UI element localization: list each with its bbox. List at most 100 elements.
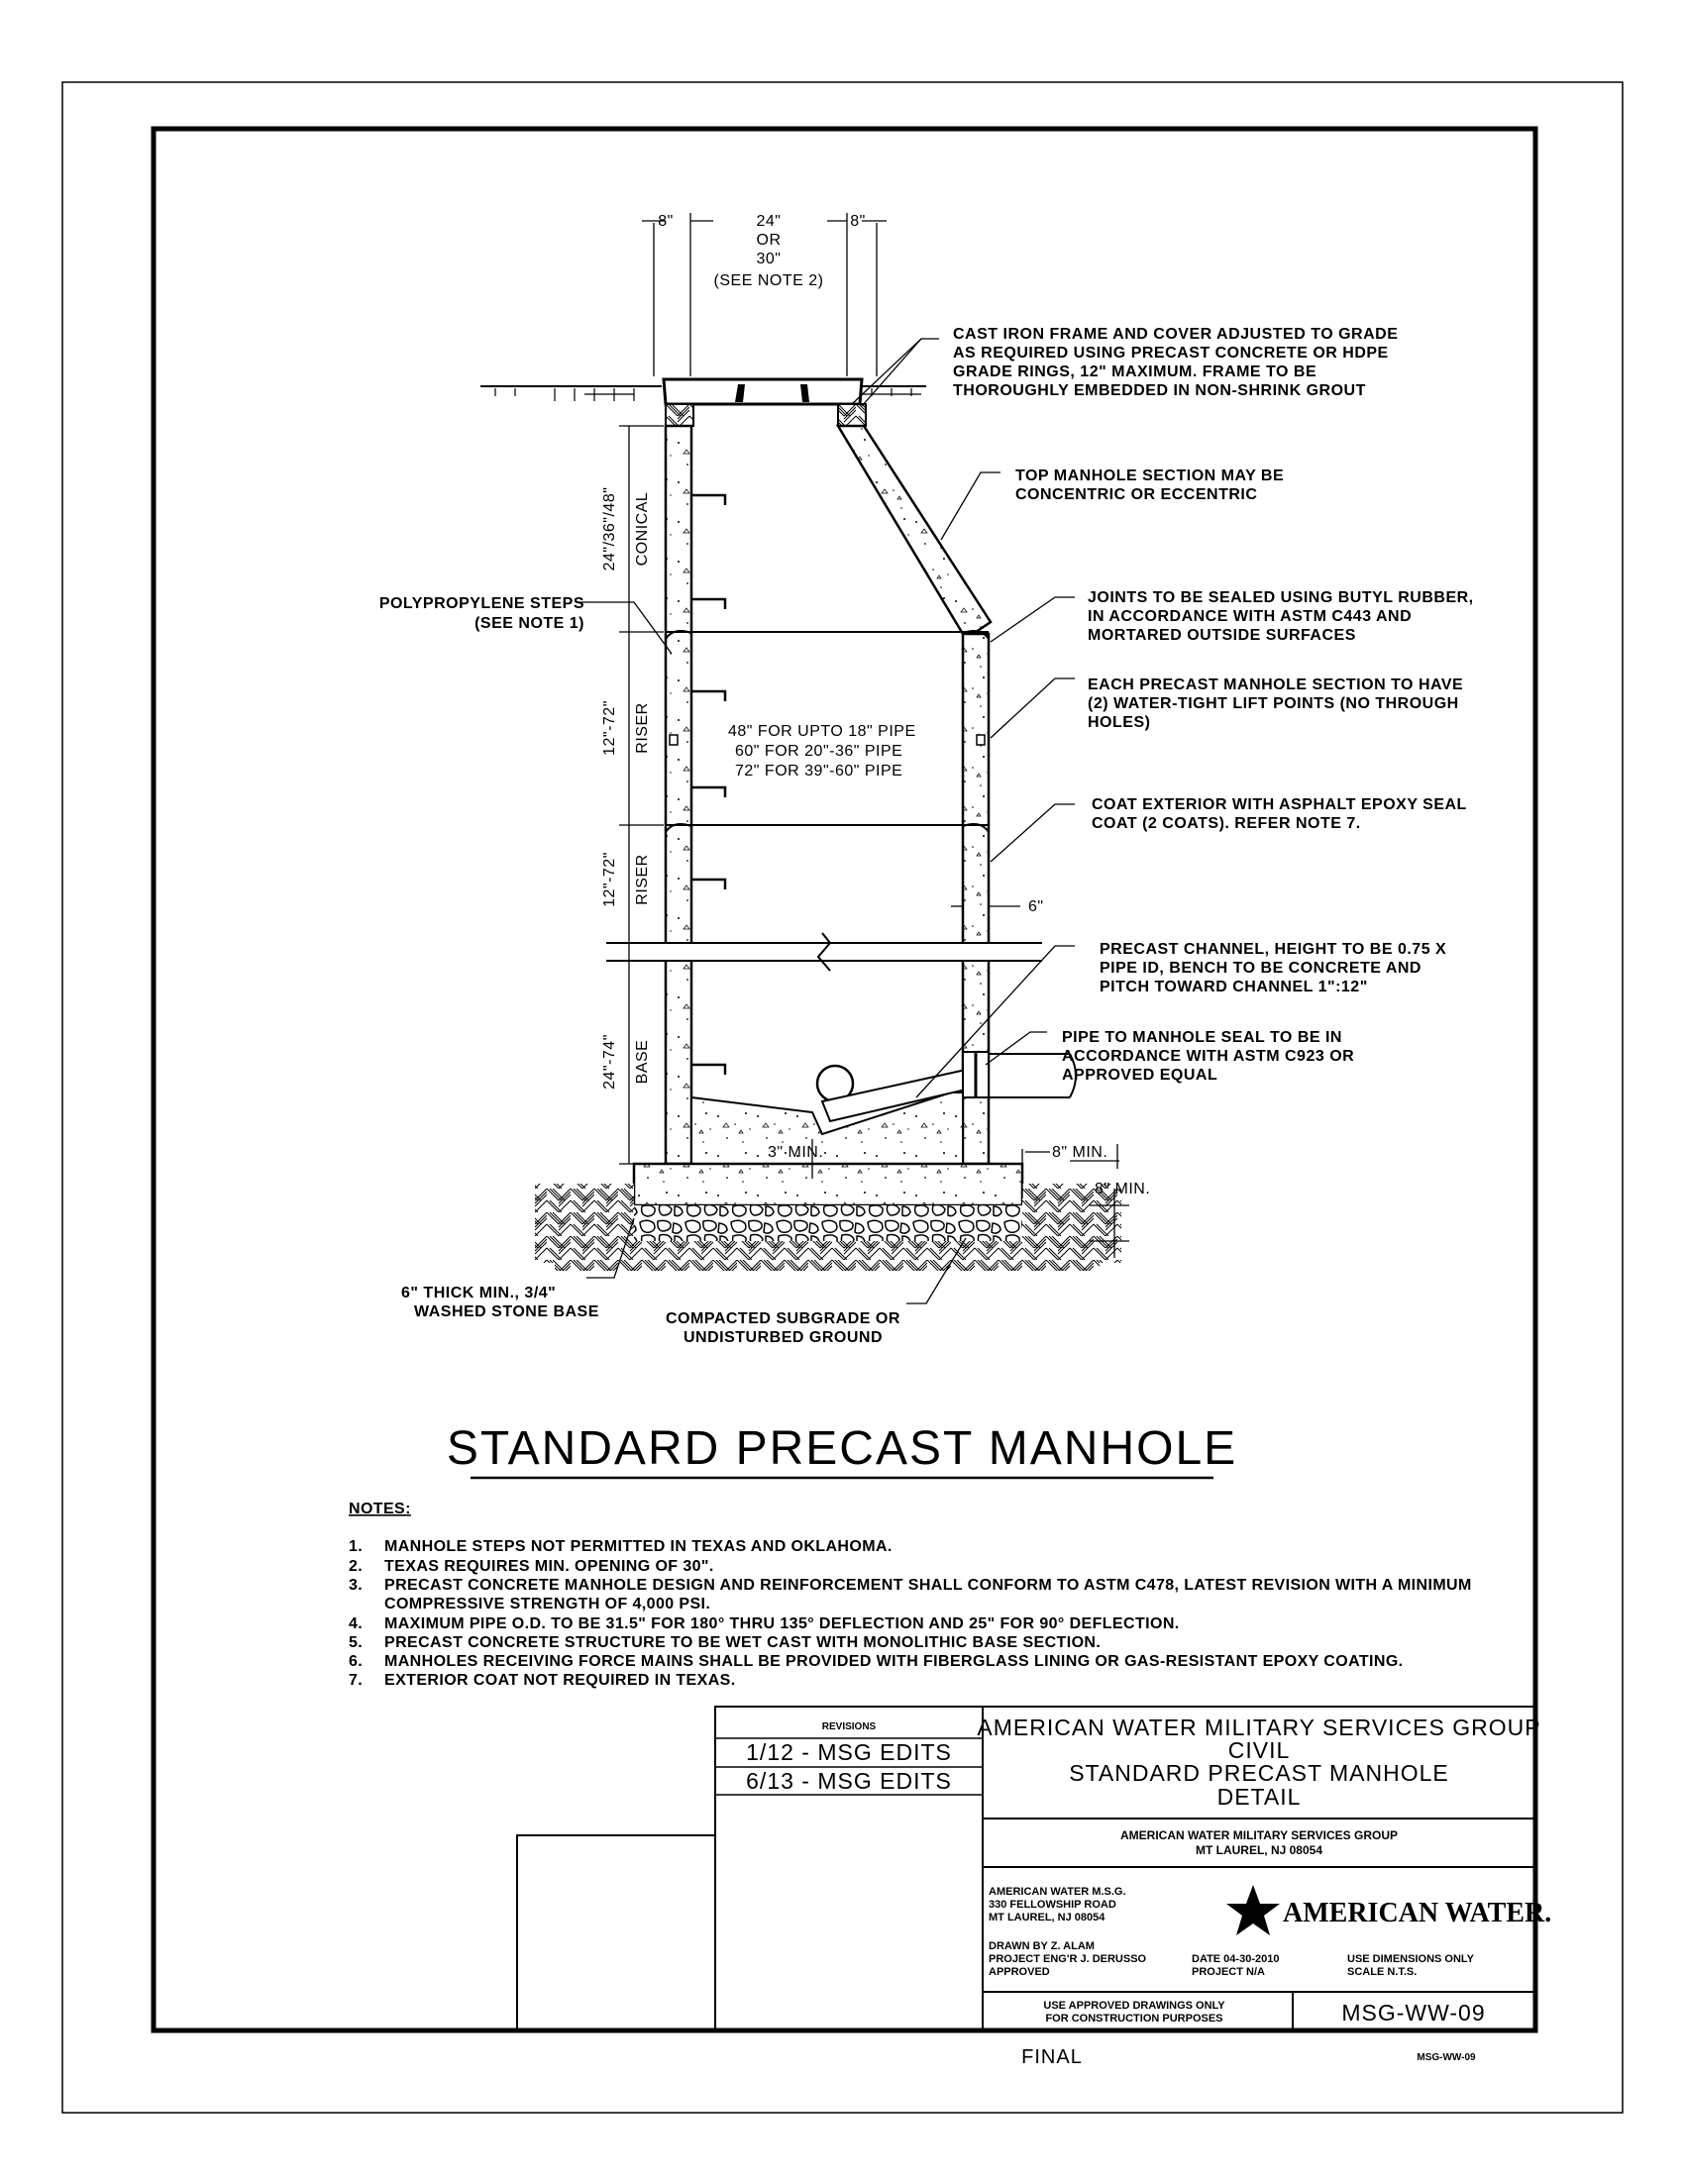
tb-org-2: MT LAUREL, NJ 08054 bbox=[1196, 1843, 1322, 1857]
dim-riser1-label: RISER bbox=[634, 702, 651, 753]
callout-frame-3: GRADE RINGS, 12" MAXIMUM. FRAME TO BE bbox=[953, 364, 1316, 380]
note-num: 6. bbox=[349, 1653, 363, 1670]
callout-stone-1: 6" THICK MIN., 3/4" bbox=[401, 1285, 556, 1301]
tb-date: DATE 04-30-2010 bbox=[1192, 1953, 1279, 1965]
callout-lift-1: EACH PRECAST MANHOLE SECTION TO HAVE bbox=[1088, 676, 1463, 693]
dim-base-thick-min: 8" MIN. bbox=[1095, 1181, 1150, 1197]
dimension-lines bbox=[619, 213, 1129, 1258]
footer-drawing-number: MSG-WW-09 bbox=[1417, 2052, 1476, 2063]
callout-stone-2: WASHED STONE BASE bbox=[414, 1303, 599, 1320]
callout-steps-1: POLYPROPYLENE STEPS bbox=[379, 595, 584, 612]
dim-wall-thickness: 6" bbox=[1028, 898, 1044, 915]
dim-top-right-wall: 8" bbox=[850, 213, 866, 230]
tb-use-dims: USE DIMENSIONS ONLY bbox=[1347, 1953, 1475, 1965]
note-num: 1. bbox=[349, 1538, 363, 1555]
dim-conical-label: CONICAL bbox=[634, 492, 651, 567]
tb-use-approved-1: USE APPROVED DRAWINGS ONLY bbox=[1043, 2000, 1225, 2012]
callout-frame-4: THOROUGHLY EMBEDDED IN NON-SHRINK GROUT bbox=[953, 382, 1366, 399]
callout-coat-2: COAT (2 COATS). REFER NOTE 7. bbox=[1092, 815, 1361, 832]
tb-title-3: STANDARD PRECAST MANHOLE bbox=[1069, 1760, 1449, 1786]
title-block-texts: REVISIONS 1/12 - MSG EDITS 6/13 - MSG ED… bbox=[746, 1715, 1551, 2026]
dim-riser2-height: 12"-72" bbox=[601, 852, 618, 907]
tb-approved: APPROVED bbox=[989, 1966, 1050, 1978]
dim-riser2-label: RISER bbox=[634, 854, 651, 904]
tb-title-1: AMERICAN WATER MILITARY SERVICES GROUP bbox=[977, 1715, 1540, 1740]
note-text: MANHOLES RECEIVING FORCE MAINS SHALL BE … bbox=[384, 1653, 1404, 1670]
american-water-logo: AMERICAN WATER. bbox=[1226, 1885, 1551, 1935]
tb-use-approved-2: FOR CONSTRUCTION PURPOSES bbox=[1045, 2013, 1222, 2025]
status-label: FINAL bbox=[1021, 2046, 1083, 2068]
title-block bbox=[516, 1706, 1536, 2031]
callout-channel-3: PITCH TOWARD CHANNEL 1":12" bbox=[1100, 979, 1368, 995]
revision-2: 6/13 - MSG EDITS bbox=[746, 1768, 952, 1794]
callout-channel-2: PIPE ID, BENCH TO BE CONCRETE AND bbox=[1100, 960, 1421, 977]
dim-opening-3: 30" bbox=[757, 251, 782, 267]
callout-subgrade-1: COMPACTED SUBGRADE OR bbox=[666, 1310, 900, 1327]
callout-pipe-seal-2: ACCORDANCE WITH ASTM C923 OR bbox=[1062, 1048, 1354, 1065]
note-num: 4. bbox=[349, 1615, 363, 1632]
note-text: EXTERIOR COAT NOT REQUIRED IN TEXAS. bbox=[384, 1672, 736, 1689]
revision-1: 1/12 - MSG EDITS bbox=[746, 1739, 952, 1765]
callout-top-section-1: TOP MANHOLE SECTION MAY BE bbox=[1015, 468, 1284, 484]
note-num: 5. bbox=[349, 1634, 363, 1651]
callout-pipe-seal-1: PIPE TO MANHOLE SEAL TO BE IN bbox=[1062, 1029, 1342, 1046]
callout-top-section-2: CONCENTRIC OR ECCENTRIC bbox=[1015, 486, 1257, 503]
tb-address-3: MT LAUREL, NJ 08054 bbox=[989, 1912, 1105, 1924]
callout-coat-1: COAT EXTERIOR WITH ASPHALT EPOXY SEAL bbox=[1092, 796, 1467, 813]
dim-diameter-3: 72" FOR 39"-60" PIPE bbox=[735, 763, 902, 780]
note-text: TEXAS REQUIRES MIN. OPENING OF 30". bbox=[384, 1558, 714, 1575]
outer-border bbox=[61, 81, 1624, 2114]
dim-riser1-height: 12"-72" bbox=[601, 700, 618, 756]
manhole-section bbox=[480, 377, 1121, 1271]
tb-address-2: 330 FELLOWSHIP ROAD bbox=[989, 1899, 1116, 1911]
dim-conical-height: 24"/36"/48" bbox=[601, 487, 618, 572]
dim-base-ext-min: 8" MIN. bbox=[1052, 1144, 1107, 1161]
callout-lift-3: HOLES) bbox=[1088, 714, 1150, 731]
dim-opening-1: 24" bbox=[757, 213, 782, 230]
callout-lift-2: (2) WATER-TIGHT LIFT POINTS (NO THROUGH bbox=[1088, 695, 1459, 712]
tb-title-2: CIVIL bbox=[1228, 1737, 1291, 1763]
note-text: PRECAST CONCRETE MANHOLE DESIGN AND REIN… bbox=[384, 1577, 1472, 1594]
dim-channel-min: 3" MIN. bbox=[768, 1144, 823, 1161]
note-text: COMPRESSIVE STRENGTH OF 4,000 PSI. bbox=[384, 1596, 710, 1612]
note-text: MAXIMUM PIPE O.D. TO BE 31.5" FOR 180° T… bbox=[384, 1615, 1180, 1632]
note-num: 7. bbox=[349, 1672, 363, 1689]
callout-joints-3: MORTARED OUTSIDE SURFACES bbox=[1088, 627, 1356, 644]
dim-top-left-wall: 8" bbox=[658, 213, 674, 230]
callouts: CAST IRON FRAME AND COVER ADJUSTED TO GR… bbox=[379, 326, 1474, 1346]
drawing-title: STANDARD PRECAST MANHOLE bbox=[447, 1422, 1237, 1475]
star-icon bbox=[1226, 1885, 1280, 1935]
note-text: MANHOLE STEPS NOT PERMITTED IN TEXAS AND… bbox=[384, 1538, 893, 1555]
notes: NOTES: 1. MANHOLE STEPS NOT PERMITTED IN… bbox=[349, 1501, 1472, 1689]
callout-frame-2: AS REQUIRED USING PRECAST CONCRETE OR HD… bbox=[953, 345, 1389, 362]
callout-channel-1: PRECAST CHANNEL, HEIGHT TO BE 0.75 X bbox=[1100, 941, 1446, 958]
tb-scale: SCALE N.T.S. bbox=[1347, 1966, 1417, 1978]
callout-steps-2: (SEE NOTE 1) bbox=[474, 615, 584, 632]
dim-opening-2: OR bbox=[757, 232, 782, 249]
tb-title-4: DETAIL bbox=[1217, 1784, 1302, 1810]
note-text: PRECAST CONCRETE STRUCTURE TO BE WET CAS… bbox=[384, 1634, 1101, 1651]
dimension-texts: 8" 24" OR 30" (SEE NOTE 2) 8" 24"/36"/48… bbox=[601, 213, 1150, 1197]
note-num: 3. bbox=[349, 1577, 363, 1594]
dim-diameter-2: 60" FOR 20"-36" PIPE bbox=[735, 743, 902, 760]
callout-joints-1: JOINTS TO BE SEALED USING BUTYL RUBBER, bbox=[1088, 589, 1474, 606]
dim-base-label: BASE bbox=[634, 1040, 651, 1085]
tb-drawing-number: MSG-WW-09 bbox=[1341, 2000, 1485, 2026]
callout-joints-2: IN ACCORDANCE WITH ASTM C443 AND bbox=[1088, 608, 1412, 625]
tb-project: PROJECT N/A bbox=[1192, 1966, 1265, 1978]
dim-base-height: 24"-74" bbox=[601, 1034, 618, 1090]
callout-frame-1: CAST IRON FRAME AND COVER ADJUSTED TO GR… bbox=[953, 326, 1398, 343]
notes-heading: NOTES: bbox=[349, 1501, 411, 1517]
revisions-heading: REVISIONS bbox=[822, 1721, 877, 1732]
dim-diameter-1: 48" FOR UPTO 18" PIPE bbox=[728, 723, 916, 740]
note-num: 2. bbox=[349, 1558, 363, 1575]
logo-text: AMERICAN WATER. bbox=[1283, 1898, 1551, 1928]
dim-opening-4: (SEE NOTE 2) bbox=[714, 272, 824, 289]
callout-subgrade-2: UNDISTURBED GROUND bbox=[684, 1329, 883, 1346]
leader-lines bbox=[578, 338, 1075, 1304]
tb-drawn: DRAWN BY Z. ALAM bbox=[989, 1940, 1095, 1952]
tb-org-1: AMERICAN WATER MILITARY SERVICES GROUP bbox=[1120, 1828, 1398, 1842]
tb-engineer: PROJECT ENG'R J. DERUSSO bbox=[989, 1953, 1147, 1965]
